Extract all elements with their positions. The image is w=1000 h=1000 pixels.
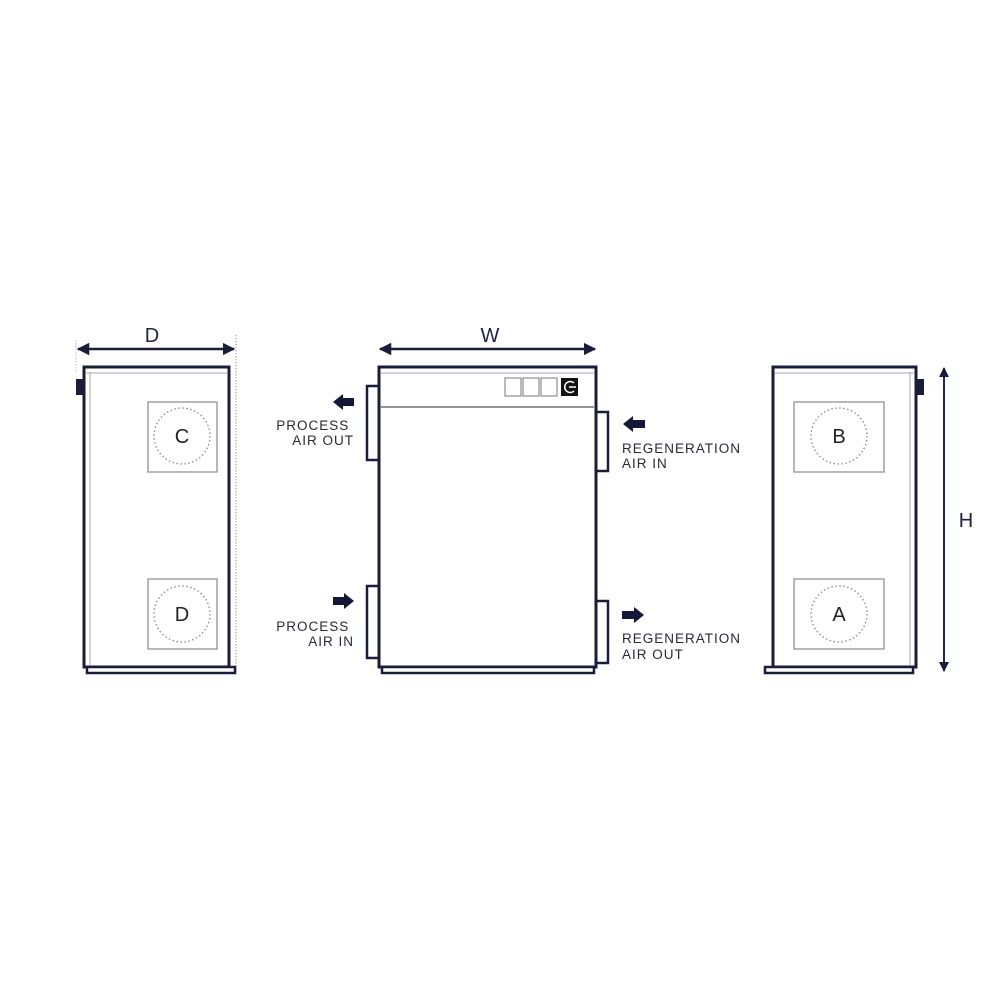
- control-panel: [504, 377, 578, 397]
- port-b: B: [793, 401, 885, 473]
- unit-body: [377, 365, 598, 669]
- knob: [916, 379, 924, 395]
- label-regeneration-air-out: REGENERATION AIR OUT: [622, 631, 746, 662]
- base: [763, 665, 915, 675]
- svg-text:B: B: [832, 426, 845, 448]
- left-side-view: D C D: [75, 325, 237, 675]
- duct-process-air-in: [365, 584, 381, 660]
- arrow-left-icon: [333, 394, 354, 410]
- width-label: W: [481, 325, 500, 347]
- right-side-view: B A H: [763, 365, 973, 675]
- duct-regeneration-air-out: [594, 599, 610, 665]
- svg-text:C: C: [175, 426, 189, 448]
- power-icon: [561, 378, 578, 396]
- svg-text:A: A: [832, 604, 846, 626]
- control-button: [540, 377, 558, 397]
- arrow-left-icon: [623, 416, 645, 432]
- duct-regeneration-air-in: [594, 410, 610, 473]
- label-process-air-in: PROCESS AIR IN: [276, 619, 354, 649]
- arrow-right-icon: [622, 607, 644, 623]
- label-process-air-out: PROCESS AIR OUT: [276, 418, 354, 448]
- port-a: A: [793, 578, 885, 650]
- duct-process-air-out: [365, 384, 381, 462]
- port-d: D: [147, 578, 218, 650]
- port-c: C: [147, 401, 218, 473]
- label-regeneration-air-in: REGENERATION AIR IN: [622, 441, 746, 471]
- depth-label: D: [145, 325, 159, 347]
- base: [85, 665, 237, 675]
- knob: [76, 379, 84, 395]
- arrow-right-icon: [333, 593, 354, 609]
- svg-text:D: D: [175, 604, 189, 626]
- base: [380, 665, 596, 675]
- height-label: H: [959, 510, 973, 532]
- control-button: [504, 377, 522, 397]
- front-view: W PROCESS AIR OUT REGENER: [276, 325, 746, 675]
- control-button: [522, 377, 540, 397]
